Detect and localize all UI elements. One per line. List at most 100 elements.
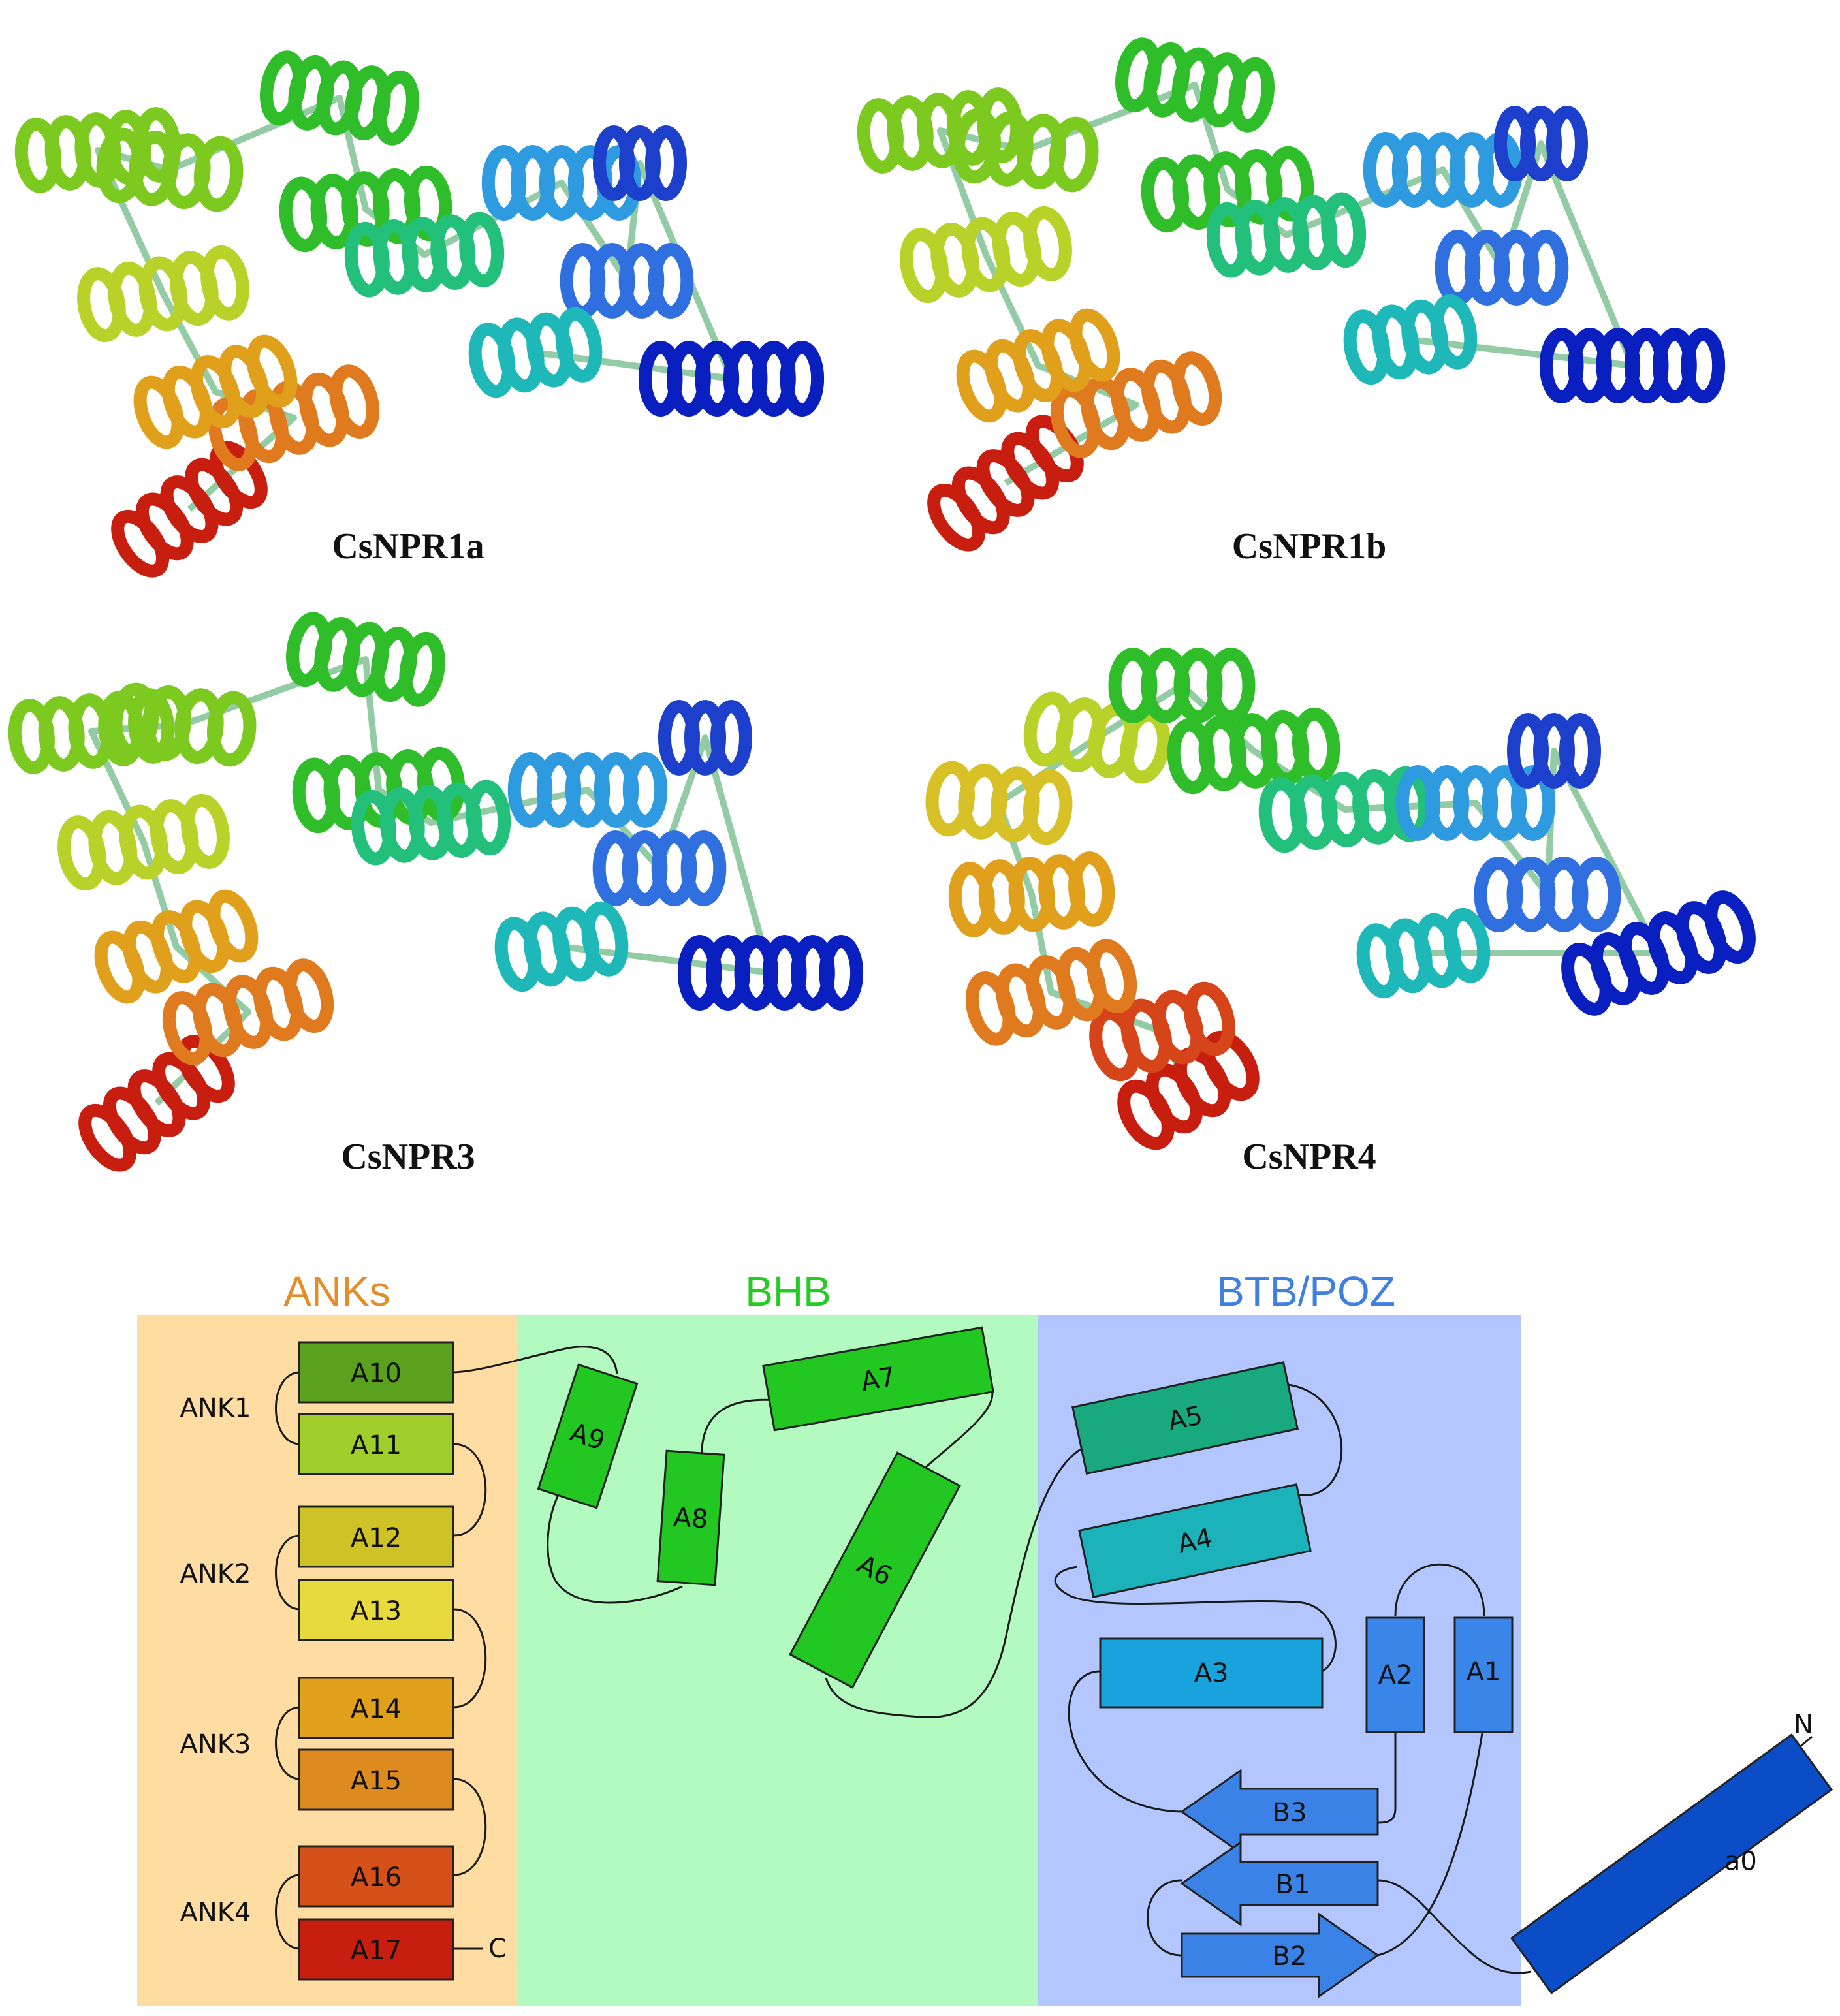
loop-a16-a17 — [275, 1874, 301, 1950]
strand-b1-arrow — [1180, 1840, 1379, 1927]
ribbon-helix — [162, 958, 334, 1065]
helix-a10-cylinder — [298, 1341, 454, 1404]
helix-a12: A12 — [298, 1505, 454, 1568]
ribbon-turn — [622, 752, 668, 828]
ribbon-turn — [200, 245, 249, 321]
ribbon-turn — [181, 793, 230, 869]
ribbon-helix — [1435, 230, 1569, 306]
loop-a3-a4 — [1054, 1566, 1337, 1673]
helix-a11-cylinder — [298, 1413, 454, 1475]
ribbon-helix — [956, 308, 1120, 423]
ribbon-helix — [965, 939, 1137, 1046]
ribbon-helix — [638, 341, 825, 417]
ank-group-label-2: ANK2 — [180, 1559, 251, 1589]
helix-a9-cylinder — [537, 1363, 639, 1509]
loop-b2-a1 — [1377, 1733, 1483, 1957]
ribbon-helix — [344, 212, 505, 298]
ribbon-helix — [1507, 713, 1601, 789]
helix-a3-label: A3 — [1194, 1658, 1229, 1688]
structure-panel-1: CsNPR1a — [14, 50, 825, 578]
ribbon-helix — [658, 700, 752, 776]
ribbon-helix — [1474, 857, 1621, 932]
ribbon-helix — [1108, 648, 1256, 723]
helix-a4: A4 — [1078, 1483, 1312, 1598]
strand-b3: B3 — [1180, 1769, 1379, 1855]
helix-a13-cylinder — [298, 1579, 454, 1641]
ribbon-turn — [680, 830, 727, 906]
helix-a1-label: A1 — [1467, 1657, 1501, 1687]
helix-a13: A13 — [298, 1579, 454, 1641]
loop-a0-b1 — [1377, 1879, 1532, 1974]
loop-a8-a9 — [547, 1494, 683, 1604]
helix-a14-cylinder — [298, 1677, 454, 1739]
helix-a2-cylinder — [1365, 1616, 1425, 1733]
ribbon-helix — [1089, 981, 1235, 1082]
helix-a3: A3 — [1099, 1637, 1324, 1709]
protein-ribbon-csnpr1b — [857, 37, 1726, 552]
ribbon-turn — [176, 1035, 235, 1103]
n-terminus-label: N — [1794, 1710, 1813, 1740]
ribbon-turn — [1023, 206, 1072, 281]
helix-a4-label: A4 — [1175, 1523, 1215, 1560]
domain-title-bhb: BHB — [745, 1268, 831, 1315]
ribbon-helix — [948, 851, 1115, 937]
loop-b3-a3 — [1068, 1670, 1182, 1813]
helix-a2: A2 — [1365, 1616, 1425, 1733]
loop-a9-a10 — [453, 1346, 618, 1375]
ribbon-turn — [1171, 351, 1222, 426]
structure-panel-4: CsNPR4 — [925, 648, 1756, 1177]
topology-diagram: ANKs BHB BTB/POZ — [137, 1268, 1833, 2006]
ribbon-helix — [1356, 907, 1491, 999]
ribbon-helix — [109, 682, 257, 767]
helix-a3-cylinder — [1099, 1637, 1324, 1709]
loop-a7-a8 — [701, 1398, 778, 1463]
ribbon-coil — [95, 95, 735, 512]
ribbon-helix — [77, 245, 249, 343]
helix-a10: A10 — [298, 1341, 454, 1404]
helix-a0-cylinder — [1510, 1733, 1833, 1994]
ribbon-helix — [507, 752, 668, 828]
ribbon-turn — [1068, 851, 1115, 927]
helix-a15-cylinder — [298, 1748, 454, 1811]
helix-a8-cylinder — [656, 1449, 725, 1586]
strand-b3-arrow — [1180, 1769, 1379, 1855]
ank-group-label-3: ANK3 — [180, 1729, 251, 1759]
ribbon-turn — [1292, 707, 1340, 783]
loop-a1-a2 — [1394, 1563, 1485, 1616]
protein-ribbon-csnpr3 — [8, 612, 864, 1172]
ribbon-helix — [951, 108, 1099, 193]
loop-a4-a5 — [1282, 1383, 1343, 1496]
strand-b2-arrow — [1181, 1912, 1380, 1998]
ribbon-turn — [1087, 939, 1137, 1014]
helix-a2-label: A2 — [1378, 1660, 1413, 1690]
ribbon-helix — [96, 127, 244, 212]
ribbon-helix — [677, 935, 864, 1011]
strand-b2: B2 — [1181, 1912, 1380, 1998]
ribbon-helix — [925, 761, 1073, 845]
ribbon-helix — [1050, 351, 1222, 458]
ribbon-turn — [207, 889, 259, 963]
helix-a15-label: A15 — [351, 1766, 402, 1796]
structure-panel-2: CsNPR1b — [857, 37, 1726, 567]
ribbon-helix — [260, 50, 419, 146]
loop-a12-a13 — [275, 1534, 301, 1611]
loop-a11-a12 — [453, 1443, 487, 1537]
helix-a16: A16 — [298, 1845, 454, 1908]
helix-a6-cylinder — [789, 1451, 961, 1689]
ribbon-turn — [819, 935, 864, 1011]
helix-a1: A1 — [1453, 1616, 1514, 1733]
helix-a6: A6 — [789, 1451, 961, 1689]
ribbon-turn — [1049, 116, 1099, 193]
ribbon-turn — [780, 341, 825, 417]
ribbon-turn — [1704, 890, 1756, 964]
ribbon-helix — [1206, 192, 1367, 278]
ribbon-turn — [1184, 981, 1235, 1056]
helix-a5-label: A5 — [1166, 1400, 1205, 1437]
loop-a15-a16 — [453, 1778, 487, 1876]
ribbon-turn — [1202, 1030, 1260, 1101]
helix-a0: a0 — [1510, 1733, 1833, 1994]
domain-title-btb-poz: BTB/POZ — [1216, 1268, 1395, 1315]
structure-caption-csnpr4: CsNPR4 — [1242, 1137, 1376, 1177]
helix-a13-label: A13 — [351, 1596, 402, 1626]
